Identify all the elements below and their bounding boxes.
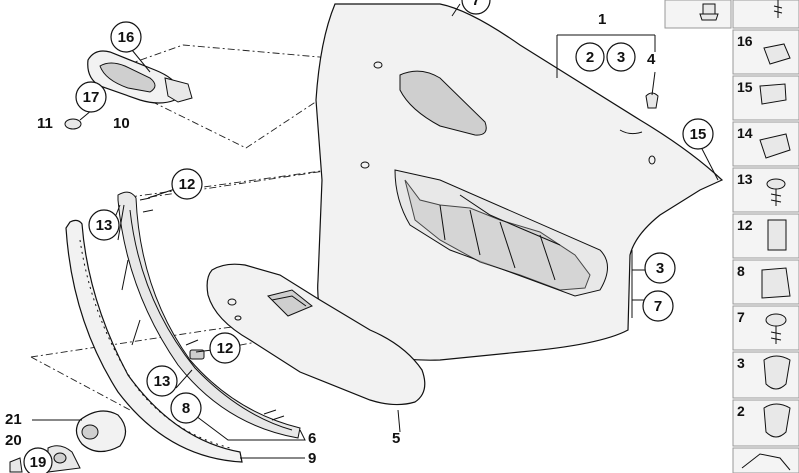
leader-lines (32, 3, 719, 459)
callout-13-top: 13 (88, 209, 120, 241)
callout-5: 5 (392, 430, 400, 447)
small-clip-11 (64, 118, 82, 130)
callout-13-bottom: 13 (146, 365, 178, 397)
svg-text:13: 13 (737, 171, 753, 187)
svg-text:15: 15 (737, 79, 753, 95)
side-part-3: 3 (732, 351, 799, 399)
side-part-13: 13 (732, 167, 799, 213)
callout-16: 16 (110, 21, 142, 53)
callout-9: 9 (308, 450, 316, 467)
svg-text:12: 12 (737, 217, 753, 233)
side-part-2: 2 (732, 399, 799, 447)
callout-1: 1 (598, 11, 606, 28)
callout-3: 3 (606, 42, 636, 72)
callout-2: 2 (575, 42, 605, 72)
side-part-16: 16 (732, 29, 799, 75)
svg-text:2: 2 (586, 49, 594, 66)
svg-text:12: 12 (217, 340, 234, 357)
svg-text:7: 7 (654, 298, 662, 315)
svg-text:16: 16 (118, 29, 135, 46)
svg-text:16: 16 (737, 33, 753, 49)
side-part-bottom (732, 447, 799, 473)
callout-4: 4 (647, 51, 656, 68)
callout-10: 10 (113, 115, 130, 132)
side-part-14: 14 (732, 121, 799, 167)
side-part-12: 12 (732, 213, 799, 259)
callout-11: 11 (37, 115, 53, 132)
armrest-trim (206, 263, 426, 406)
door-pull-handle (87, 50, 193, 104)
callout-12-top: 12 (171, 168, 203, 200)
svg-text:13: 13 (154, 373, 171, 390)
callout-19: 19 (23, 447, 53, 473)
side-part-8: 8 (732, 259, 799, 305)
svg-text:15: 15 (690, 126, 707, 143)
svg-text:3: 3 (656, 260, 664, 277)
callout-6: 6 (308, 430, 316, 447)
svg-text:8: 8 (737, 263, 745, 279)
svg-text:12: 12 (179, 176, 196, 193)
side-part-15: 15 (732, 75, 799, 121)
trim-strips (65, 191, 301, 463)
svg-text:3: 3 (737, 355, 745, 371)
clip-4 (645, 92, 659, 109)
callout-7-right: 7 (642, 290, 674, 322)
callout-8: 8 (170, 392, 202, 424)
svg-text:17: 17 (83, 89, 100, 106)
top-parts-row (664, 0, 799, 29)
side-part-7: 7 (732, 305, 799, 351)
svg-text:14: 14 (737, 125, 753, 141)
svg-text:8: 8 (182, 400, 190, 417)
callout-12-bottom: 12 (209, 332, 241, 364)
callout-21: 21 (5, 411, 22, 428)
door-trim-panel (315, 3, 724, 361)
callout-15: 15 (682, 118, 714, 150)
end-cap-assembly (9, 410, 127, 473)
parts-column: 16 15 14 13 12 8 (732, 29, 799, 473)
svg-text:13: 13 (96, 217, 113, 234)
callout-17: 17 (75, 81, 107, 113)
svg-text:7: 7 (737, 309, 745, 325)
callout-20: 20 (5, 432, 22, 449)
svg-text:7: 7 (472, 0, 480, 9)
svg-text:3: 3 (617, 49, 625, 66)
callout-3-right: 3 (644, 252, 676, 284)
svg-text:2: 2 (737, 403, 745, 419)
svg-text:19: 19 (30, 454, 47, 471)
callout-7-top: 7 (461, 0, 491, 15)
